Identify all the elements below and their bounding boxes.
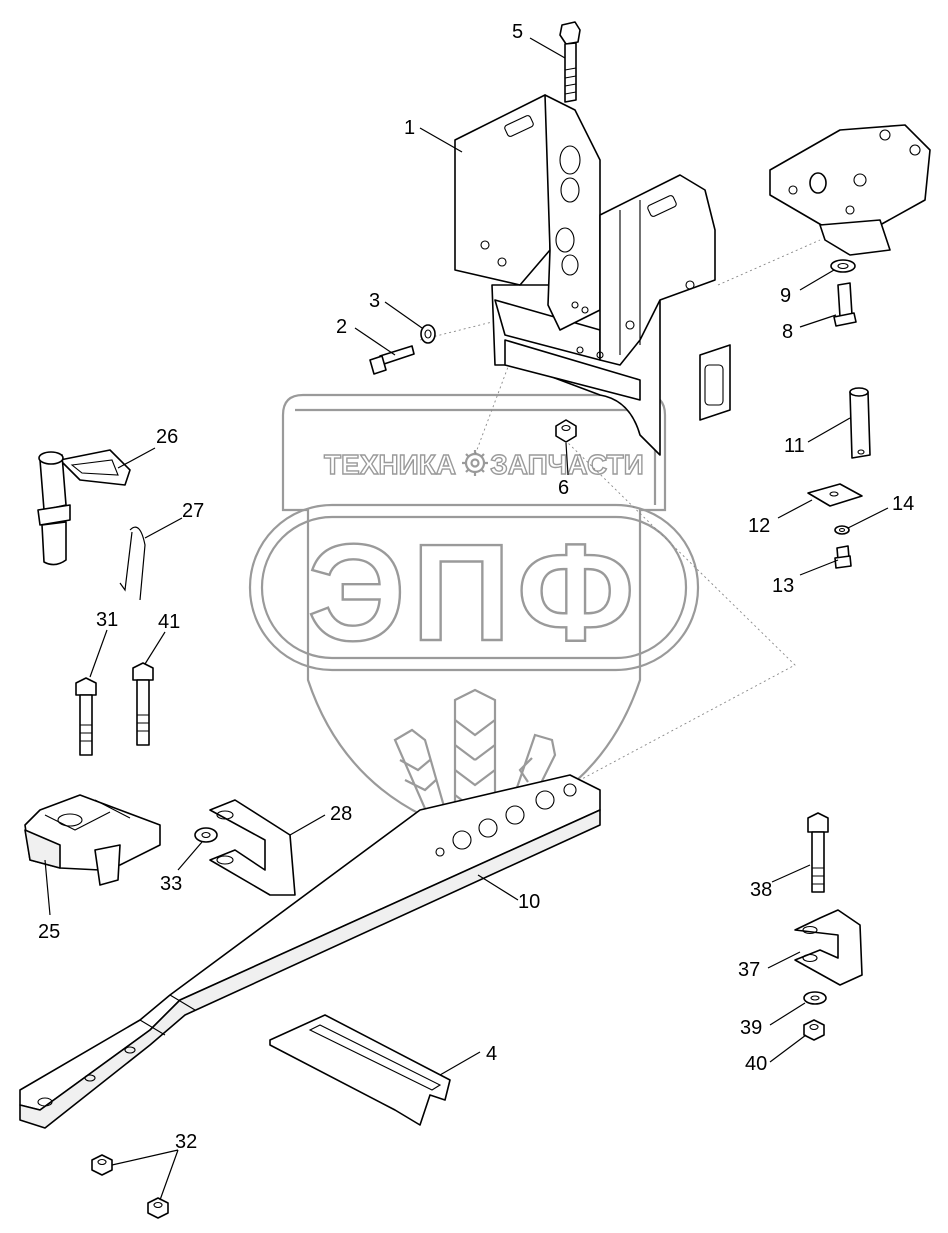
part-32-nut-a xyxy=(91,1154,113,1176)
callout-40: 40 xyxy=(745,1053,767,1075)
part-32-nut-b xyxy=(147,1197,169,1219)
part-37-u-bracket xyxy=(794,909,863,986)
callout-labels: 5 1 3 2 9 8 6 11 12 14 13 26 27 31 41 28… xyxy=(38,21,914,1153)
watermark-top-text: ТЕХНИКА xyxy=(324,449,456,480)
callout-25: 25 xyxy=(38,921,60,943)
callout-28: 28 xyxy=(330,803,352,825)
part-40-nut xyxy=(803,1019,825,1041)
part-41-bolt xyxy=(132,662,154,746)
part-13-bolt xyxy=(834,545,852,569)
part-4-slotted-plate xyxy=(269,1014,451,1126)
callout-1: 1 xyxy=(404,117,415,139)
part-9-washer xyxy=(830,259,856,273)
callout-39: 39 xyxy=(740,1017,762,1039)
callout-12: 12 xyxy=(748,515,770,537)
part-8-bolt xyxy=(833,282,857,327)
callout-9: 9 xyxy=(780,285,791,307)
watermark-shield xyxy=(281,393,667,837)
part-10-drawbar xyxy=(19,774,601,1129)
part-top-right-bracket xyxy=(769,124,931,256)
part-25-hitch-jaw xyxy=(24,794,161,886)
part-14-washer xyxy=(834,525,850,535)
callout-8: 8 xyxy=(782,321,793,343)
part-11-pin xyxy=(849,387,871,459)
part-5-bolt xyxy=(559,21,581,103)
watermark: ТЕХНИКА ЗАПЧАСТИ ЭПФ xyxy=(248,393,700,837)
callout-41: 41 xyxy=(158,611,180,633)
part-27-spring-clip xyxy=(119,526,146,601)
part-6-nut xyxy=(555,419,577,443)
part-28-u-bracket xyxy=(209,799,296,896)
callout-2: 2 xyxy=(336,316,347,338)
leader-lines xyxy=(44,37,889,1201)
callout-10: 10 xyxy=(518,891,540,913)
part-1-main-bracket xyxy=(454,94,731,456)
callout-37: 37 xyxy=(738,959,760,981)
callout-5: 5 xyxy=(512,21,523,43)
part-3-washer xyxy=(420,324,436,344)
part-31-bolt xyxy=(75,677,97,756)
part-26-hitch-pin xyxy=(37,449,131,566)
callout-31: 31 xyxy=(96,609,118,631)
watermark-main-text: ЭПФ xyxy=(307,516,640,670)
callout-11: 11 xyxy=(784,435,805,457)
watermark-pill xyxy=(248,503,700,672)
part-2-bolt xyxy=(369,345,415,375)
callout-33: 33 xyxy=(160,873,182,895)
part-12-plate xyxy=(807,483,863,507)
callout-14: 14 xyxy=(892,493,914,515)
callout-13: 13 xyxy=(772,575,794,597)
callout-27: 27 xyxy=(182,500,204,522)
callout-3: 3 xyxy=(369,290,380,312)
callout-6: 6 xyxy=(558,477,569,499)
callout-4: 4 xyxy=(486,1043,497,1065)
callout-26: 26 xyxy=(156,426,178,448)
callout-38: 38 xyxy=(750,879,772,901)
part-33-washer xyxy=(194,827,218,843)
part-38-bolt xyxy=(807,812,829,893)
gear-icon xyxy=(462,450,488,476)
part-39-washer xyxy=(803,991,827,1005)
callout-32: 32 xyxy=(175,1131,197,1153)
